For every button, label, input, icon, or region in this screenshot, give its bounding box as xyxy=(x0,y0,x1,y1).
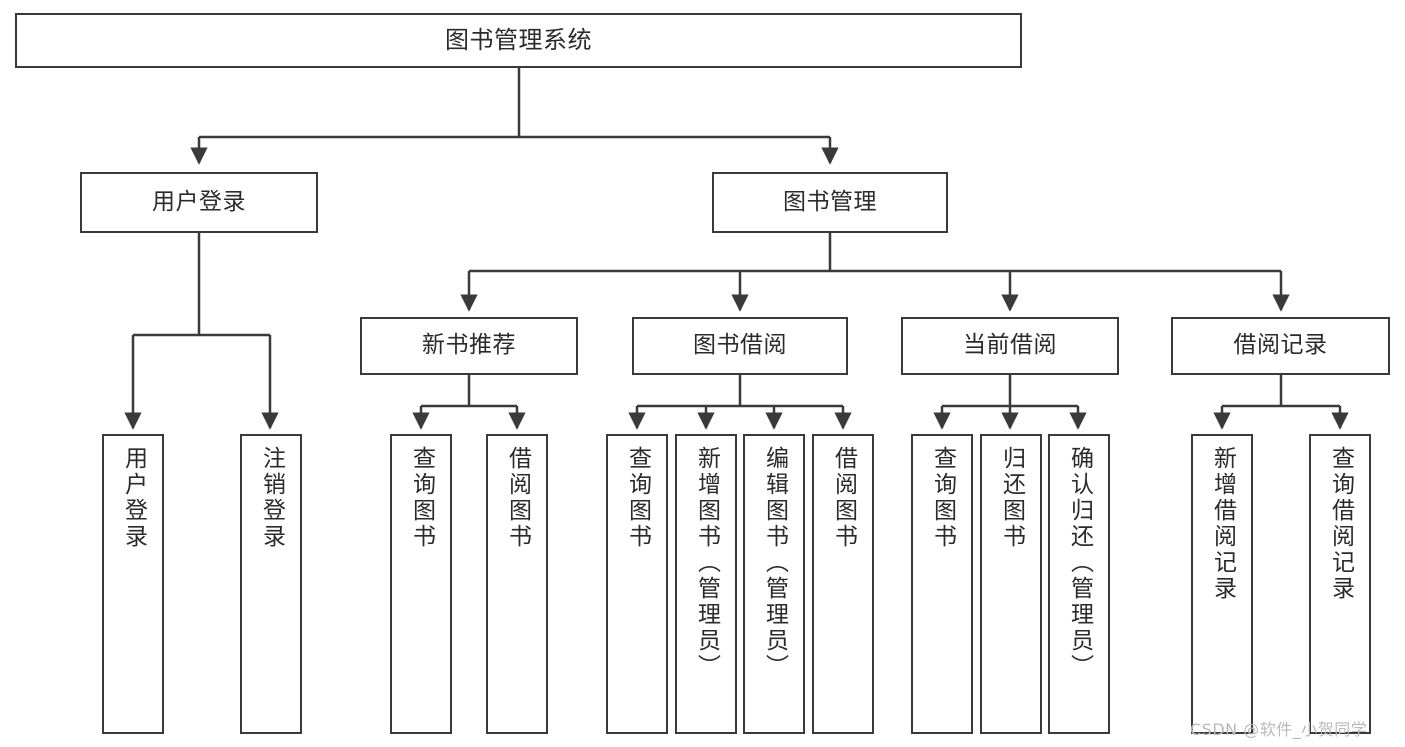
node-leaf-logout-login-label: 注销登录 xyxy=(258,446,285,550)
node-leaf-add-book[interactable]: 新增图书（管理员） xyxy=(675,434,737,734)
node-user-login-label: 用户登录 xyxy=(152,188,246,215)
node-book-manage[interactable]: 图书管理 xyxy=(712,172,948,233)
node-leaf-add-book-label: 新增图书（管理员） xyxy=(693,446,720,680)
node-leaf-query-book-1[interactable]: 查询图书 xyxy=(390,434,452,734)
node-leaf-logout-login[interactable]: 注销登录 xyxy=(240,434,302,734)
node-leaf-confirm-return-label: 确认归还（管理员） xyxy=(1066,446,1093,680)
node-leaf-borrow-book-2-label: 借阅图书 xyxy=(830,446,857,550)
node-user-login[interactable]: 用户登录 xyxy=(80,172,318,233)
node-leaf-query-book-2[interactable]: 查询图书 xyxy=(606,434,668,734)
node-leaf-borrow-book-2[interactable]: 借阅图书 xyxy=(812,434,874,734)
node-leaf-edit-book-label: 编辑图书（管理员） xyxy=(761,446,788,680)
node-leaf-query-book-2-label: 查询图书 xyxy=(624,446,651,550)
node-leaf-user-login-label: 用户登录 xyxy=(120,446,147,550)
node-leaf-query-record[interactable]: 查询借阅记录 xyxy=(1309,434,1371,734)
node-leaf-query-book-3[interactable]: 查询图书 xyxy=(911,434,973,734)
node-leaf-return-book-label: 归还图书 xyxy=(998,446,1025,550)
node-leaf-borrow-book-1[interactable]: 借阅图书 xyxy=(486,434,548,734)
node-new-book-recommend-label: 新书推荐 xyxy=(422,332,516,359)
node-leaf-query-record-label: 查询借阅记录 xyxy=(1327,446,1354,602)
node-leaf-query-book-1-label: 查询图书 xyxy=(408,446,435,550)
node-leaf-query-book-3-label: 查询图书 xyxy=(929,446,956,550)
node-borrow-record[interactable]: 借阅记录 xyxy=(1171,317,1390,375)
node-book-borrow[interactable]: 图书借阅 xyxy=(632,317,848,375)
node-leaf-edit-book[interactable]: 编辑图书（管理员） xyxy=(743,434,805,734)
node-current-borrow[interactable]: 当前借阅 xyxy=(901,317,1119,375)
node-leaf-add-record[interactable]: 新增借阅记录 xyxy=(1191,434,1253,734)
node-current-borrow-label: 当前借阅 xyxy=(963,332,1057,359)
node-leaf-user-login[interactable]: 用户登录 xyxy=(102,434,164,734)
node-new-book-recommend[interactable]: 新书推荐 xyxy=(360,317,578,375)
node-leaf-add-record-label: 新增借阅记录 xyxy=(1209,446,1236,602)
node-leaf-confirm-return[interactable]: 确认归还（管理员） xyxy=(1048,434,1110,734)
node-book-manage-label: 图书管理 xyxy=(783,188,877,215)
node-root-label: 图书管理系统 xyxy=(445,26,592,55)
node-borrow-record-label: 借阅记录 xyxy=(1233,332,1328,359)
node-root[interactable]: 图书管理系统 xyxy=(15,13,1022,68)
node-leaf-return-book[interactable]: 归还图书 xyxy=(980,434,1042,734)
node-leaf-borrow-book-1-label: 借阅图书 xyxy=(504,446,531,550)
node-book-borrow-label: 图书借阅 xyxy=(693,332,787,359)
watermark: CSDN @软件_小贺同学 xyxy=(1190,720,1368,739)
